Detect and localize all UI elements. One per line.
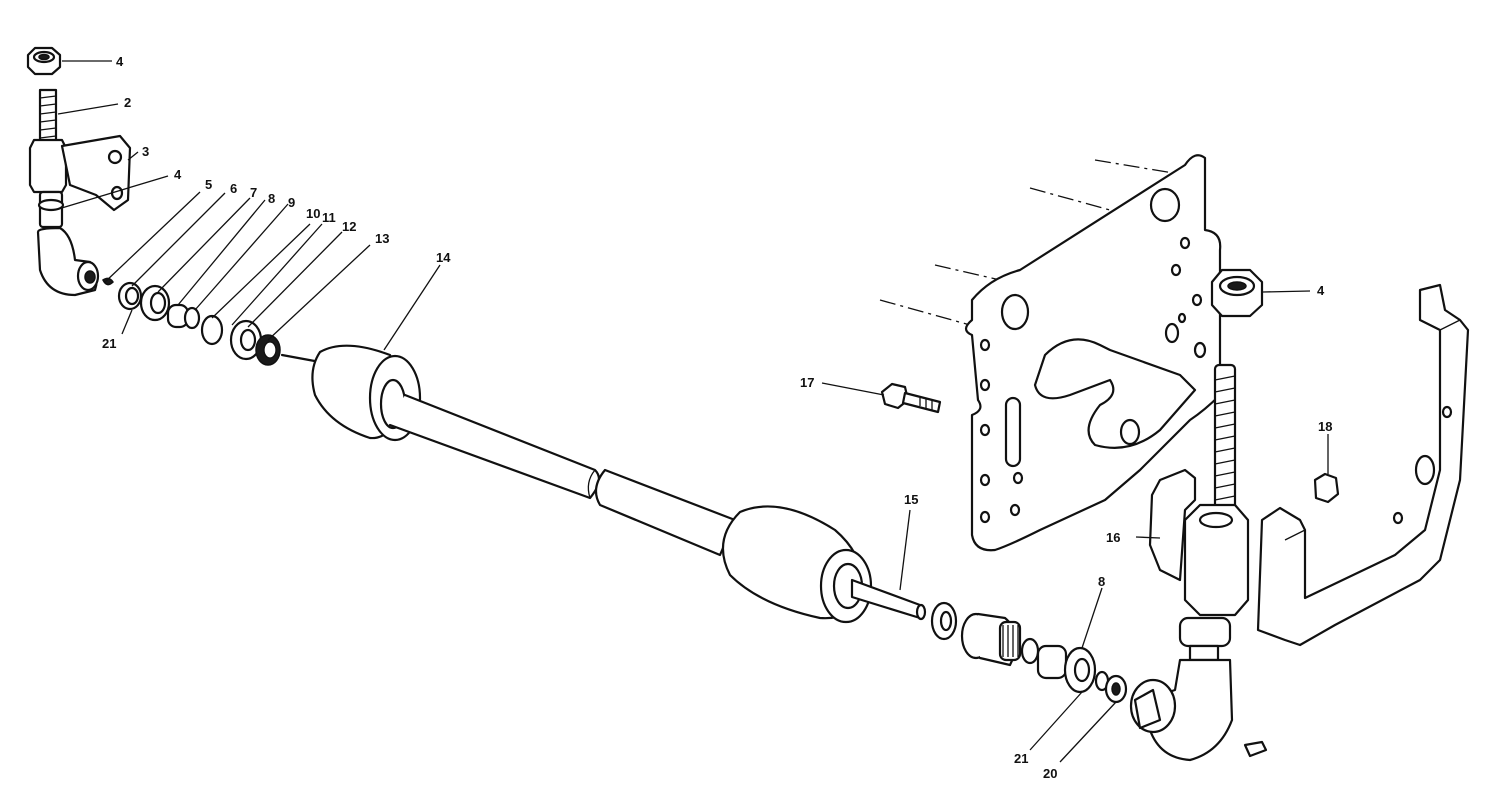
right-bearings: [930, 601, 1128, 704]
callout-4-right: 4: [1317, 283, 1325, 298]
callout-12: 12: [342, 219, 356, 234]
mounting-plate: [879, 154, 1222, 552]
hex-nut-top-left: [26, 46, 62, 76]
nut-18: [1313, 472, 1340, 504]
leader-lines: [54, 60, 1329, 763]
swivel-elbow-right: [1129, 658, 1268, 762]
small-parts-left: [102, 277, 281, 366]
callout-18: 18: [1318, 419, 1332, 434]
callout-20: 20: [1043, 766, 1057, 781]
callout-9: 9: [288, 195, 295, 210]
callout-21-left: 21: [102, 336, 116, 351]
callout-16: 16: [1106, 530, 1120, 545]
callout-10: 10: [306, 206, 320, 221]
swivel-elbow-left: [36, 226, 100, 297]
threaded-stud-left: [38, 88, 58, 154]
bracket: [1256, 283, 1470, 647]
callout-11: 11: [322, 210, 336, 225]
hex-nut-right: [1210, 268, 1264, 318]
callout-4-mid: 4: [174, 167, 182, 182]
callout-17: 17: [800, 375, 814, 390]
callout-8-left: 8: [268, 191, 275, 206]
callout-7: 7: [250, 185, 257, 200]
callout-15: 15: [904, 492, 918, 507]
bolt-17: [880, 382, 942, 414]
callout-8-right: 8: [1098, 574, 1105, 589]
callout-21-right: 21: [1014, 751, 1028, 766]
callout-2: 2: [124, 95, 131, 110]
callout-6: 6: [230, 181, 237, 196]
callout-5: 5: [205, 177, 212, 192]
callout-labels: 4 2 3 4 5 6 7 8 9 10 11 12 13 21 14 4 17…: [102, 54, 1332, 781]
callout-14: 14: [436, 250, 451, 265]
callout-13: 13: [375, 231, 389, 246]
callout-3: 3: [142, 144, 149, 159]
adjuster-bracket-right: [1148, 363, 1250, 662]
adjuster-bracket-left: [28, 134, 132, 229]
callout-4-top: 4: [116, 54, 124, 69]
roller-assembly: [280, 344, 927, 624]
